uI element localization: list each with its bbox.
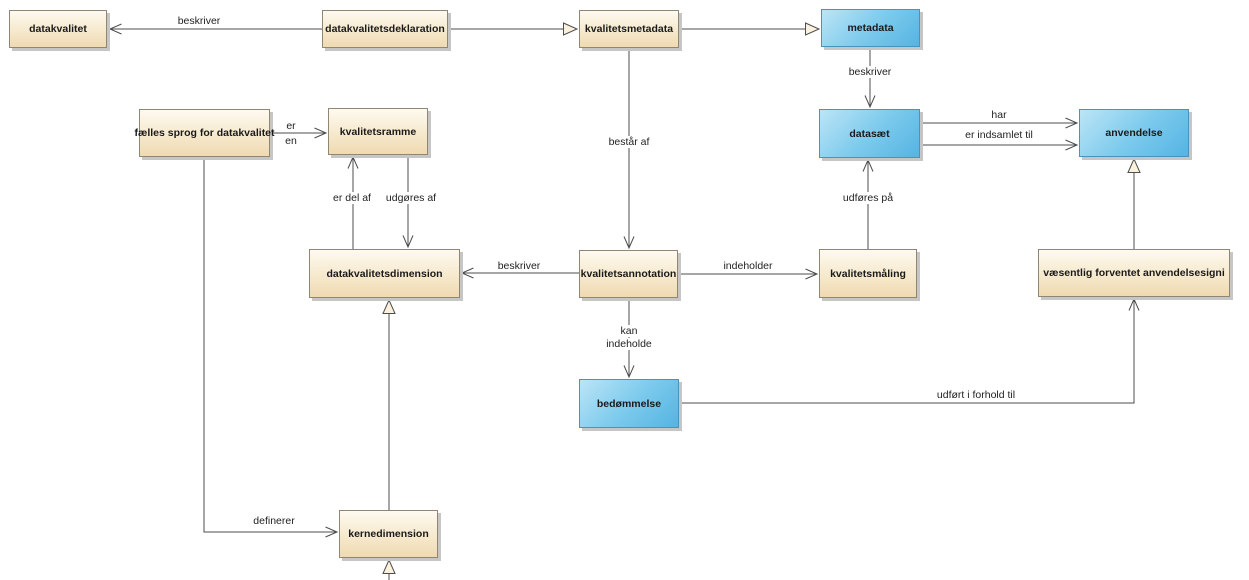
edge-label-udfoeres-paa: udføres på xyxy=(840,192,896,204)
node-anvendelse-label: anvendelse xyxy=(1105,127,1163,139)
node-datakvalitet: datakvalitet xyxy=(9,10,107,48)
node-metadata-label: metadata xyxy=(847,22,894,34)
node-kernedimension: kernedimension xyxy=(339,510,438,558)
node-bedoemmelse-label: bedømmelse xyxy=(596,397,662,410)
node-datakvalitetsdeklaration: datakvalitetsdeklaration xyxy=(322,10,448,48)
edge-faelles-sprog-definerer-kernedimension xyxy=(203,157,339,538)
node-kvalitetsmaaling-label: kvalitetsmåling xyxy=(830,267,906,280)
node-datasaet-label: datasæt xyxy=(849,127,890,140)
node-vaesentlig-anvendelse-label: væsentlig forventet anvendelsesigni xyxy=(1043,267,1225,279)
edge-bedoemmelse-udfoert-i-forhold-til-vaesentlig xyxy=(679,297,1140,404)
edge-label-udfoert-i-forhold-til: udført i forhold til xyxy=(934,389,1018,401)
edge-label-udgoeres-af: udgøres af xyxy=(383,192,439,204)
node-datakvalitetsdimension-label: datakvalitetsdimension xyxy=(326,267,443,280)
node-metadata: metadata xyxy=(821,9,920,47)
edge-label-definerer: definerer xyxy=(251,515,297,527)
node-datakvalitet-label: datakvalitet xyxy=(29,23,87,35)
edge-label-beskriver-deklaration: beskriver xyxy=(175,15,223,27)
edge-label-er-indsamlet-til: er indsamlet til xyxy=(963,129,1035,141)
node-kvalitetsramme: kvalitetsramme xyxy=(328,108,428,155)
node-kernedimension-label: kernedimension xyxy=(348,528,429,540)
edge-label-en: en xyxy=(283,135,299,147)
node-vaesentlig-anvendelse: væsentlig forventet anvendelsesigni xyxy=(1038,249,1230,297)
edge-label-beskriver-annotation: beskriver xyxy=(495,260,543,272)
node-kvalitetsramme-label: kvalitetsramme xyxy=(339,125,417,138)
node-datakvalitetsdimension: datakvalitetsdimension xyxy=(309,249,460,298)
node-faelles-sprog: fælles sprog for datakvalitet xyxy=(134,109,275,157)
edge-label-indeholde: indeholde xyxy=(604,338,654,350)
node-kvalitetsmaaling: kvalitetsmåling xyxy=(819,249,917,298)
node-kvalitetsannotation-label: kvalitetsannotation xyxy=(580,268,677,280)
node-datakvalitetsdeklaration-label: datakvalitetsdeklaration xyxy=(325,23,445,35)
edge-label-bestaar-af: består af xyxy=(606,136,652,148)
node-anvendelse: anvendelse xyxy=(1079,109,1189,157)
edge-label-kan: kan xyxy=(618,325,640,337)
edge-label-har: har xyxy=(989,109,1009,121)
node-faelles-sprog-label: fælles sprog for datakvalitet xyxy=(134,127,275,139)
node-kvalitetsmetadata: kvalitetsmetadata xyxy=(579,10,679,48)
node-bedoemmelse: bedømmelse xyxy=(579,379,679,428)
edge-label-beskriver-metadata: beskriver xyxy=(846,66,894,78)
edge-label-er-del-af: er del af xyxy=(331,192,373,204)
edge-label-er: er xyxy=(284,120,298,132)
node-datasaet: datasæt xyxy=(819,109,920,158)
node-kvalitetsannotation: kvalitetsannotation xyxy=(579,250,678,298)
edge-label-indeholder: indeholder xyxy=(721,260,775,272)
node-kvalitetsmetadata-label: kvalitetsmetadata xyxy=(584,23,674,35)
